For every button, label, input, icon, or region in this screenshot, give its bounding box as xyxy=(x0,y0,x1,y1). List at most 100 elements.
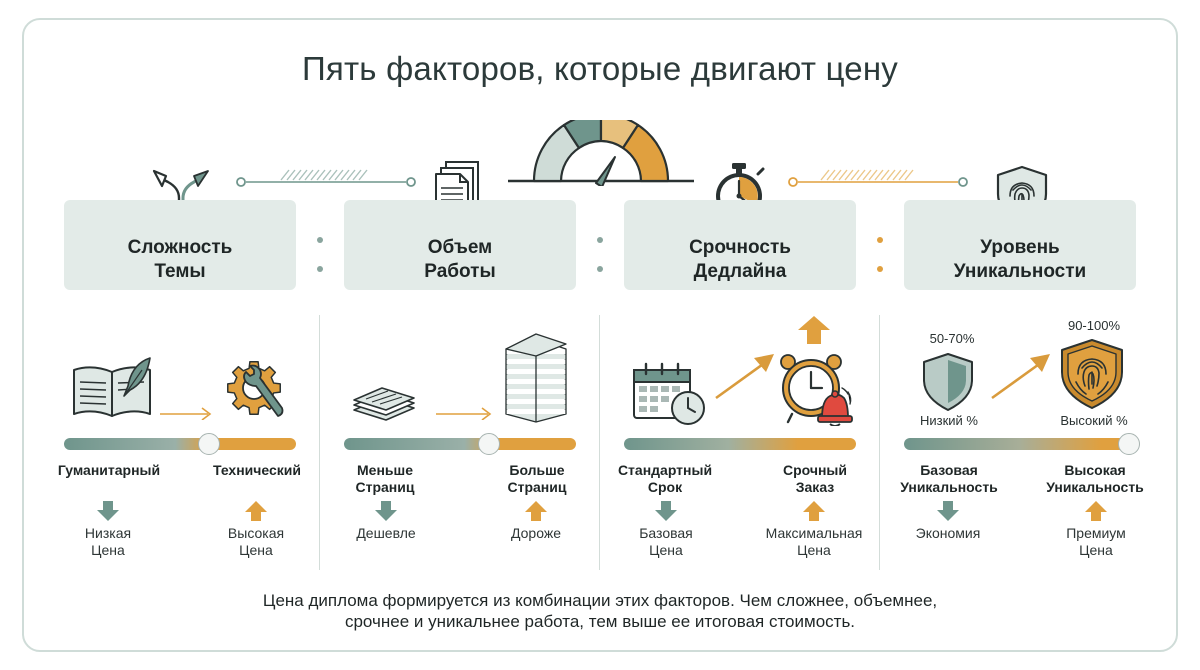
right-price: Дороже xyxy=(486,525,586,542)
gold-fingerprint-shield-icon xyxy=(1061,339,1123,409)
price-line2: Цена xyxy=(649,542,683,558)
column-divider xyxy=(879,315,880,570)
calendar-clock-icon xyxy=(633,362,705,425)
small-shield-icon xyxy=(923,353,973,411)
price-line1: Дороже xyxy=(511,525,561,541)
panel-title-line2: Уникальности xyxy=(953,261,1087,282)
price-line2: Цена xyxy=(797,542,831,558)
infographic-frame xyxy=(22,18,1178,652)
label-line1: Больше xyxy=(509,462,565,478)
panel-title-line1: Уровень xyxy=(980,237,1060,258)
up-arrow-icon xyxy=(803,501,825,521)
high-caption: Высокий % xyxy=(1060,413,1128,428)
price-line1: Дешевле xyxy=(356,525,416,541)
summary-text: Цена диплома формируется из комбинации э… xyxy=(0,590,1200,632)
connector-right xyxy=(788,169,968,187)
label-line2: Страниц xyxy=(355,479,415,495)
down-arrow-icon xyxy=(937,501,959,521)
price-slider-urgency[interactable] xyxy=(624,438,856,450)
price-line2: Цена xyxy=(239,542,273,558)
page-title: Пять факторов, которые двигают цену xyxy=(302,50,898,87)
price-line1: Высокая xyxy=(227,525,285,541)
left-label: Гуманитарный xyxy=(44,462,174,479)
tall-paper-stack-icon xyxy=(505,333,567,423)
price-line1: Экономия xyxy=(915,525,981,541)
diagonal-up-arrow-icon xyxy=(991,354,1050,400)
slider-knob[interactable] xyxy=(1118,433,1140,455)
label-line1: Меньше xyxy=(357,462,413,478)
label-line1: Высокая xyxy=(1064,462,1126,478)
panel-title-line1: Сложность xyxy=(127,237,233,258)
up-arrow-icon xyxy=(525,501,547,521)
arrow-right-icon xyxy=(436,407,492,420)
label-line2: Заказ xyxy=(795,479,835,495)
label-line1: Технический xyxy=(212,462,302,478)
alarm-clock-bell-icon xyxy=(780,354,853,426)
down-arrow-icon xyxy=(375,501,397,521)
up-arrow-icon xyxy=(1085,501,1107,521)
down-arrow-icon xyxy=(97,501,119,521)
label-line1: Базовая xyxy=(920,462,978,478)
fork-arrow-icon xyxy=(152,169,209,222)
label-line1: Стандартный xyxy=(617,462,713,478)
panel-title-line2: Работы xyxy=(424,261,496,282)
label-line2: Срок xyxy=(647,479,683,495)
speedometer-icon xyxy=(508,120,694,186)
panel-title-line1: Объем xyxy=(427,237,493,258)
open-book-quill-icon xyxy=(73,357,151,417)
price-line2: Цена xyxy=(91,542,125,558)
separator-dot xyxy=(877,266,883,272)
panel-title-line2: Дедлайна xyxy=(693,261,787,282)
price-line1: Низкая xyxy=(84,525,132,541)
label-line1: Гуманитарный xyxy=(57,462,161,478)
price-line2: Цена xyxy=(1079,542,1113,558)
separator-dot xyxy=(877,237,883,243)
column-divider xyxy=(319,315,320,570)
arrow-right-icon xyxy=(160,407,212,420)
label-line1: Срочный xyxy=(782,462,847,478)
panel-title-line1: Срочность xyxy=(689,237,791,258)
up-arrow-icon xyxy=(798,316,830,344)
price-line1: Максимальная xyxy=(765,525,863,541)
diagonal-up-arrow-icon xyxy=(715,354,774,400)
separator-dot xyxy=(317,237,323,243)
left-price: Дешевле xyxy=(336,525,436,542)
low-range-percent: 50-70% xyxy=(929,331,975,346)
label-line2: Уникальность xyxy=(1046,479,1144,495)
small-paper-stack-icon xyxy=(353,387,415,421)
separator-dot xyxy=(597,266,603,272)
separator-dot xyxy=(597,237,603,243)
slider-knob[interactable] xyxy=(478,433,500,455)
high-range-percent: 90-100% xyxy=(1067,318,1121,333)
summary-line1: Цена диплома формируется из комбинации э… xyxy=(262,591,938,610)
price-line1: Премиум xyxy=(1066,525,1126,541)
right-label: Технический xyxy=(192,462,322,479)
price-slider-volume[interactable] xyxy=(344,438,576,450)
low-caption: Низкий % xyxy=(920,413,978,428)
price-slider-uniqueness[interactable] xyxy=(904,438,1136,450)
column-divider xyxy=(599,315,600,570)
separator-dot xyxy=(317,266,323,272)
price-slider-complexity[interactable] xyxy=(64,438,296,450)
slider-knob[interactable] xyxy=(198,433,220,455)
price-line1: Базовая xyxy=(639,525,693,541)
gear-wrench-icon xyxy=(227,361,284,417)
left-price: Экономия xyxy=(898,525,998,542)
down-arrow-icon xyxy=(655,501,677,521)
label-line2: Страниц xyxy=(507,479,567,495)
